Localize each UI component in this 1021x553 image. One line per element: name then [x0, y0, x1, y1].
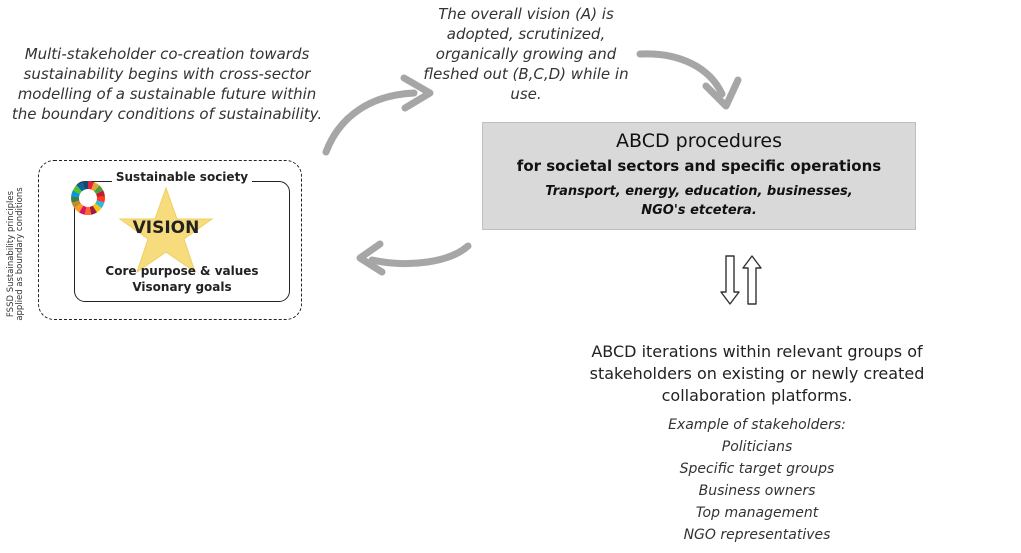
top-caption: The overall vision (A) is adopted, scrut… — [423, 5, 629, 103]
sdg-wheel-segment — [76, 182, 85, 192]
stakeholder-item: NGO representatives — [683, 527, 831, 543]
sdg-wheel-segment — [81, 181, 88, 190]
sdg-wheel-segment — [89, 205, 97, 215]
curved-arrow-down — [636, 50, 726, 98]
iterations-text: ABCD iterations within relevant groups o… — [589, 342, 925, 405]
stakeholder-item: Top management — [695, 505, 819, 521]
sdg-wheel-segment — [95, 200, 105, 209]
bidirectional-arrows — [720, 255, 762, 305]
stakeholder-item: Business owners — [698, 483, 816, 499]
sdg-wheel-segment — [94, 185, 104, 194]
sdg-wheel-segment — [96, 190, 105, 198]
sdg-wheel-segment — [71, 190, 80, 198]
sdg-wheel-segment — [74, 203, 84, 213]
stakeholders-heading: Example of stakeholders: — [668, 417, 846, 433]
sdg-wheel-segment — [91, 182, 100, 192]
sdg-wheel-segment — [71, 200, 81, 209]
arrow-head-down — [702, 76, 742, 110]
curved-arrow-left — [368, 242, 472, 268]
arrow-head-left — [356, 240, 386, 276]
sustainable-society-label-text: Sustainable society — [111, 170, 253, 184]
arrow-head-up — [400, 74, 434, 112]
curved-arrow-up — [322, 89, 418, 156]
abcd-title: ABCD procedures — [616, 130, 782, 152]
sdg-wheel-segment — [88, 181, 95, 190]
stakeholder-item: Specific target groups — [679, 461, 835, 477]
sdg-wheel-icon — [71, 181, 105, 215]
left-caption: Multi-stakeholder co-creation towards su… — [11, 45, 323, 123]
stakeholder-item: Politicians — [721, 439, 793, 455]
sdg-wheel-segment — [92, 203, 102, 213]
core-purpose-label: Core purpose & values — [105, 264, 259, 278]
sdg-wheel-segment — [84, 206, 92, 215]
star-icon — [118, 186, 214, 274]
stakeholders-list: Example of stakeholders: Politicians Spe… — [608, 414, 906, 546]
arrow-down-outline — [720, 255, 740, 305]
boundary-conditions-box — [38, 160, 302, 320]
sdg-wheel-segment — [72, 185, 82, 194]
vision-word: VISION — [132, 218, 200, 238]
visionary-goals-label: Visonary goals — [132, 280, 232, 294]
abcd-procedures-box — [482, 122, 916, 230]
sdg-wheel-segment — [79, 205, 87, 215]
abcd-examples: Transport, energy, education, businesses… — [545, 184, 853, 218]
sdg-wheel-segment — [96, 196, 105, 203]
sustainable-society-label: Sustainable society — [74, 170, 290, 184]
sdg-wheel-segment — [71, 196, 80, 203]
arrow-up-outline — [742, 255, 762, 305]
abcd-subtitle: for societal sectors and specific operat… — [516, 157, 882, 175]
